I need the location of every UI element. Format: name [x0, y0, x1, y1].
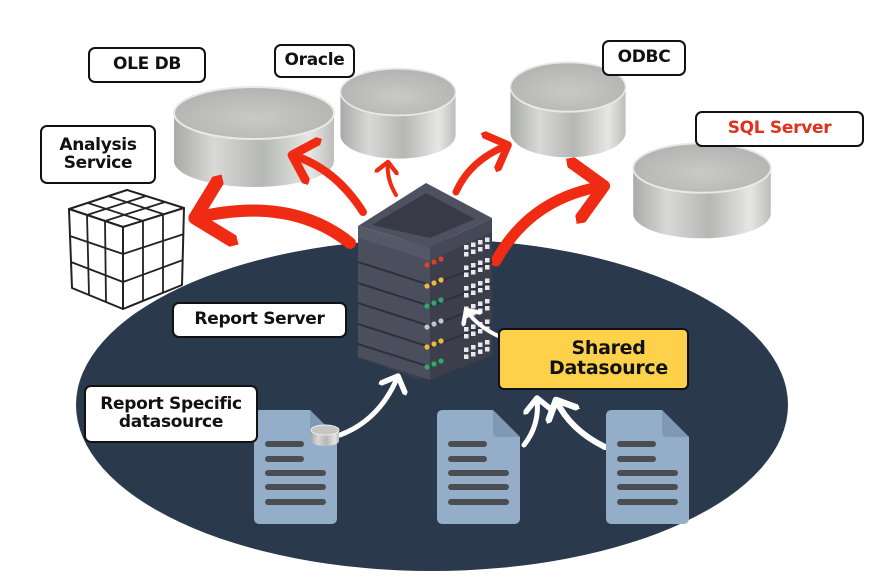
server-vent — [485, 347, 490, 352]
arrow-to-analysis-service — [195, 211, 356, 249]
server-vent — [471, 331, 476, 336]
server-vent — [485, 244, 490, 249]
server-vent — [478, 267, 483, 272]
report-specific-database-mini-icon — [310, 424, 340, 447]
server-vent — [478, 288, 483, 293]
server-vent — [471, 270, 476, 275]
analysis-service-label: Analysis Service — [40, 125, 156, 184]
server-vent — [471, 352, 476, 357]
server-vent — [471, 304, 476, 309]
arrow-to-odbc — [452, 145, 508, 196]
report-document-icon-3[interactable] — [606, 410, 689, 524]
odbc-database-icon — [509, 61, 627, 159]
ole-db-label: OLE DB — [88, 47, 206, 83]
report-specific-datasource-label[interactable]: Report Specific datasource — [84, 385, 258, 443]
shared-datasource-box[interactable]: Shared Datasource — [498, 328, 689, 390]
sql-server-database-icon — [632, 142, 772, 240]
server-vent — [464, 252, 469, 257]
server-vent — [478, 349, 483, 354]
report-server-label[interactable]: Report Server — [172, 302, 347, 338]
server-vent — [478, 281, 483, 286]
arrow-to-oracle — [388, 162, 396, 197]
server-vent — [485, 306, 490, 311]
server-vent — [478, 240, 483, 245]
server-status-leds — [424, 256, 444, 370]
server-rack-icon — [357, 183, 493, 380]
server-vent — [471, 242, 476, 247]
oracle-label: Oracle — [274, 44, 355, 78]
server-vent — [471, 345, 476, 350]
server-vent — [485, 278, 490, 283]
sql-server-label: SQL Server — [695, 111, 864, 147]
server-vent — [478, 247, 483, 252]
server-vent — [464, 347, 469, 352]
server-vent — [464, 265, 469, 270]
arrow-to-ole-db — [292, 155, 367, 216]
server-vent — [485, 237, 490, 242]
olap-cube-icon — [68, 189, 185, 310]
server-vent — [464, 354, 469, 359]
report-document-icon-2[interactable] — [437, 410, 520, 524]
server-vent — [471, 324, 476, 329]
arrow-report3-to-shared — [556, 400, 608, 450]
arrow-report1-to-server — [337, 376, 398, 438]
server-vent — [478, 329, 483, 334]
server-vent — [464, 286, 469, 291]
server-vent — [464, 334, 469, 339]
server-vent — [485, 258, 490, 263]
server-vent — [464, 272, 469, 277]
server-vent — [485, 319, 490, 324]
arrow-report2-to-shared — [521, 398, 537, 448]
server-vent — [464, 293, 469, 298]
server-vent — [485, 285, 490, 290]
server-vent — [464, 327, 469, 332]
server-vent — [471, 283, 476, 288]
oracle-database-icon — [339, 67, 457, 160]
server-vent — [471, 263, 476, 268]
server-vent — [478, 301, 483, 306]
odbc-label: ODBC — [602, 40, 686, 76]
server-vent — [478, 308, 483, 313]
ole-db-database-icon — [173, 86, 335, 188]
server-vent — [471, 249, 476, 254]
server-vent — [464, 245, 469, 250]
server-vent — [471, 290, 476, 295]
server-vent — [485, 299, 490, 304]
server-vent — [485, 265, 490, 270]
server-vent — [478, 342, 483, 347]
arrow-to-sql-server — [490, 186, 604, 267]
server-vent — [485, 340, 490, 345]
server-vent — [478, 260, 483, 265]
